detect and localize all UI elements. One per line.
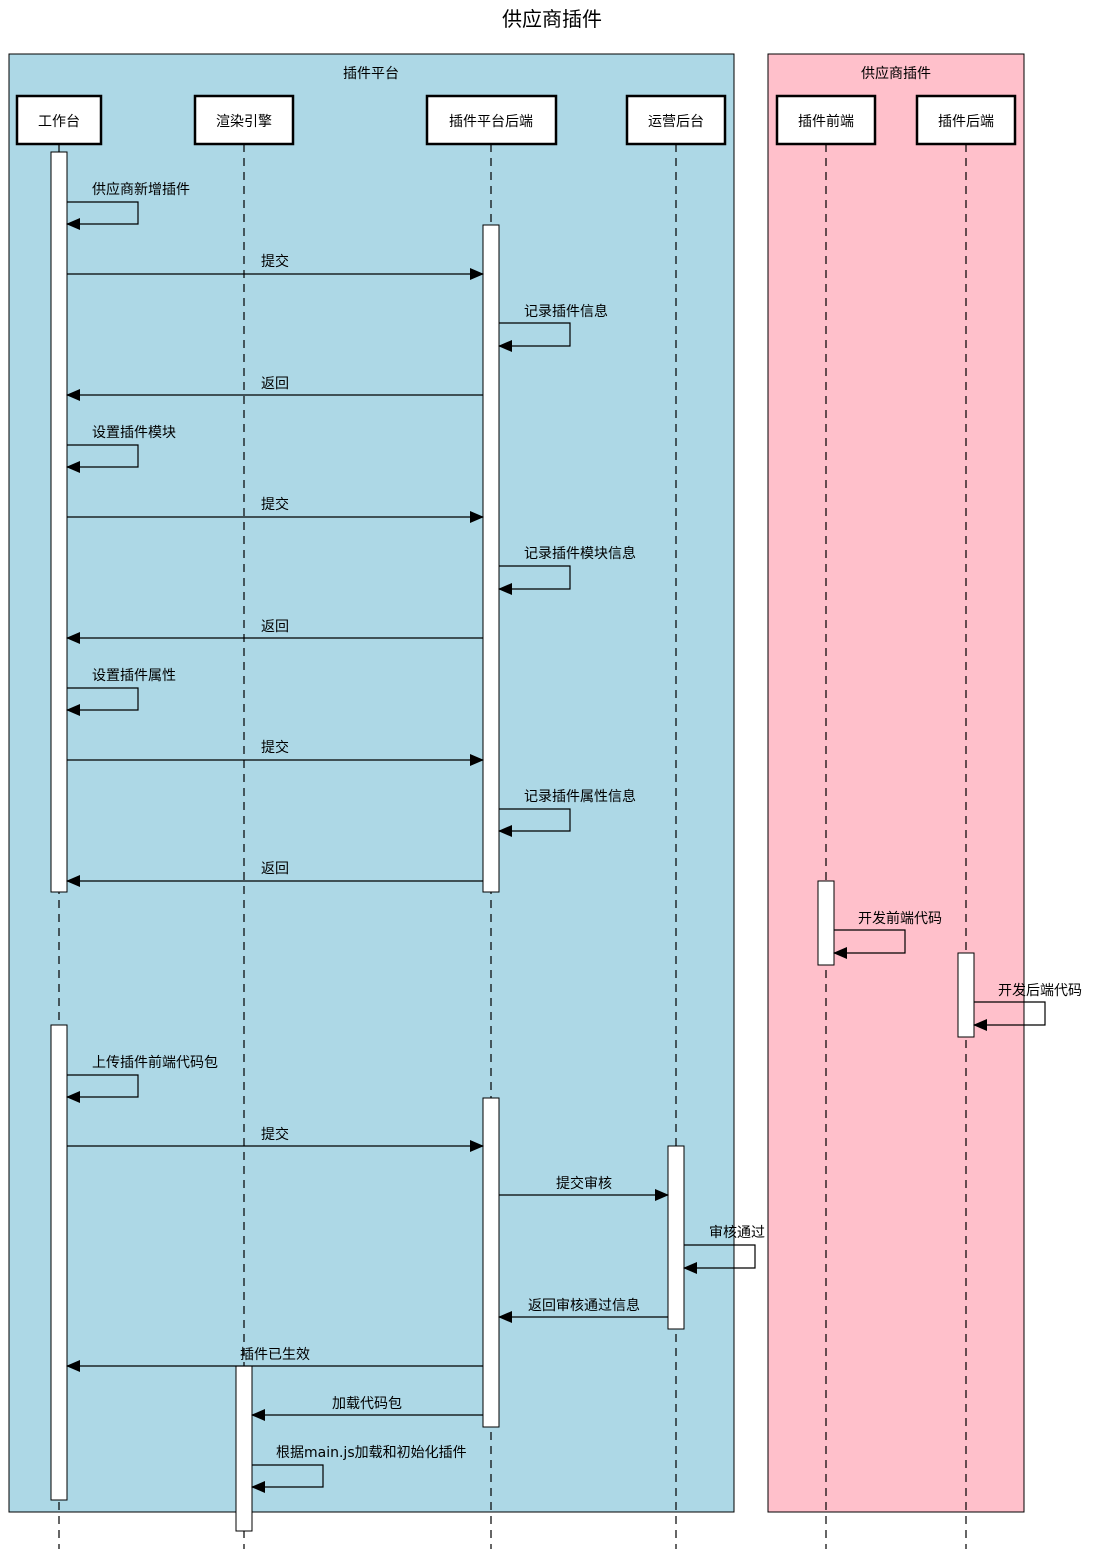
message-call: 提交 (67, 1126, 484, 1152)
participant-workbench-label: 工作台 (38, 114, 80, 130)
message-label: 设置插件属性 (92, 668, 176, 684)
activation-bar-workbench-1 (50, 151, 68, 893)
participant-fe: 插件前端 (775, 94, 877, 146)
message-label: 返回审核通过信息 (528, 1297, 640, 1314)
message-label: 插件已生效 (240, 1347, 310, 1363)
message-call: 提交审核 (499, 1175, 669, 1201)
message-label: 返回 (261, 619, 289, 635)
message-call: 提交 (67, 253, 484, 280)
participant-be-label: 插件后端 (938, 114, 994, 130)
participant-render-box (193, 94, 295, 146)
message-return: 插件已生效 (66, 1347, 483, 1372)
message-return: 返回审核通过信息 (498, 1297, 668, 1323)
message-label: 提交 (261, 1126, 289, 1143)
participant-ops: 运营后台 (625, 94, 727, 146)
message-return: 返回 (66, 376, 483, 401)
message-self: 记录插件模块信息 (498, 545, 636, 595)
diagram-title: 供应商插件 (502, 7, 602, 31)
message-label: 加载代码包 (332, 1396, 402, 1412)
message-label: 开发后端代码 (998, 983, 1082, 999)
group-vendor-plugin: 供应商插件 (767, 53, 1025, 1513)
group-plugin-platform: 插件平台 (8, 53, 735, 1513)
message-label: 记录插件属性信息 (524, 788, 636, 805)
message-call: 提交 (67, 496, 484, 523)
message-self: 供应商新增插件 (66, 181, 190, 230)
message-label: 返回 (261, 861, 289, 877)
participant-ops-box (625, 94, 727, 146)
message-self: 记录插件属性信息 (498, 788, 636, 837)
activation-bars (50, 151, 975, 1532)
message-label: 记录插件模块信息 (524, 545, 636, 562)
group-plugin-platform-label: 插件平台 (343, 66, 399, 82)
participant-render-label: 渲染引擎 (216, 114, 272, 130)
message-self-arrow (498, 808, 571, 837)
message-self: 开发前端代码 (833, 910, 942, 959)
participant-workbench-box (15, 94, 103, 146)
participant-be-box (915, 94, 1017, 146)
message-self-arrow (66, 1074, 139, 1103)
participant-workbench: 工作台 (15, 94, 103, 146)
message-label: 开发前端代码 (858, 910, 942, 927)
activation-bar-render-1 (235, 1365, 253, 1532)
participant-render: 渲染引擎 (193, 94, 295, 146)
message-label: 记录插件信息 (524, 303, 608, 320)
message-self-arrow (683, 1244, 756, 1274)
activation-bar-backend-1 (482, 224, 500, 893)
message-self: 记录插件信息 (498, 303, 608, 352)
message-self: 根据main.js加载和初始化插件 (251, 1444, 467, 1493)
message-return: 返回 (66, 861, 483, 887)
participant-backend: 插件平台后端 (425, 94, 558, 146)
message-self-arrow (498, 322, 571, 352)
message-label: 返回 (261, 376, 289, 392)
message-label: 设置插件模块 (92, 425, 176, 441)
message-label: 提交 (261, 253, 289, 270)
participant-ops-label: 运营后台 (648, 114, 704, 130)
participant-backend-box (425, 94, 558, 146)
activation-bar-be-1 (957, 952, 975, 1038)
message-call: 提交 (67, 739, 484, 766)
participant-fe-box (775, 94, 877, 146)
participants: 工作台 渲染引擎 插件平台后端 运营后台 插件前端 插件后端 (15, 94, 1017, 146)
participant-backend-label: 插件平台后端 (449, 114, 533, 130)
activation-bar-backend-2 (482, 1097, 500, 1428)
message-self: 审核通过 (683, 1225, 765, 1274)
participant-be: 插件后端 (915, 94, 1017, 146)
messages: 供应商新增插件 提交 记录插件信息 返回 设置插件模块 提交 记 (66, 181, 1082, 1493)
message-label: 上传插件前端代码包 (92, 1054, 218, 1071)
message-label: 根据main.js加载和初始化插件 (276, 1444, 467, 1461)
activation-bar-ops-1 (667, 1145, 685, 1330)
message-self-arrow (833, 929, 906, 959)
participant-fe-label: 插件前端 (798, 113, 854, 130)
activation-bar-fe-1 (817, 880, 835, 966)
message-self-arrow (66, 201, 139, 230)
message-self: 设置插件属性 (66, 668, 176, 716)
message-label: 提交 (261, 739, 289, 756)
message-label: 供应商新增插件 (92, 181, 190, 198)
message-self-arrow (251, 1464, 324, 1493)
message-label: 提交 (261, 496, 289, 513)
group-vendor-plugin-label: 供应商插件 (861, 65, 931, 82)
message-self-arrow (66, 687, 139, 716)
group-vendor-plugin-box (767, 53, 1025, 1513)
message-call: 加载代码包 (251, 1396, 483, 1421)
message-self-arrow (973, 1001, 1046, 1031)
group-plugin-platform-box (8, 53, 735, 1513)
message-self-arrow (498, 565, 571, 595)
message-return: 返回 (66, 619, 483, 644)
message-self-arrow (66, 444, 139, 473)
activation-bar-workbench-2 (50, 1024, 68, 1501)
message-label: 审核通过 (709, 1225, 765, 1241)
message-self: 开发后端代码 (973, 983, 1082, 1031)
message-self: 上传插件前端代码包 (66, 1054, 218, 1103)
message-self: 设置插件模块 (66, 425, 176, 473)
message-label: 提交审核 (556, 1175, 612, 1192)
